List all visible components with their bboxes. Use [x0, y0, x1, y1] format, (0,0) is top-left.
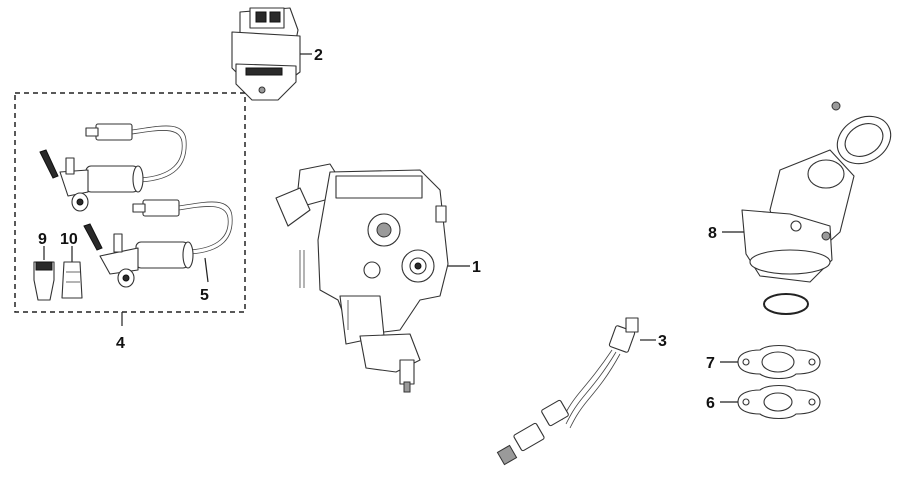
callout-4: 4 [116, 335, 125, 352]
part-7-gasket [720, 344, 821, 380]
callout-1: 1 [472, 259, 481, 276]
part-10-connector [61, 246, 83, 299]
callout-3: 3 [658, 333, 667, 350]
solenoid-valve-upper [39, 123, 187, 212]
part-8-intake-manifold [722, 101, 892, 315]
part-3-sensor-harness [496, 317, 656, 466]
part-9-cap [33, 246, 55, 301]
o-ring [763, 293, 809, 315]
callout-5: 5 [200, 287, 209, 304]
callout-9: 9 [38, 231, 47, 248]
callout-2: 2 [314, 47, 323, 64]
part-2-control-unit [231, 7, 312, 101]
part-6-gasket [720, 384, 821, 420]
callout-7: 7 [706, 355, 715, 372]
solenoid-valve-lower [83, 199, 233, 288]
callout-6: 6 [706, 395, 715, 412]
callout-8: 8 [708, 225, 717, 242]
callout-10: 10 [60, 231, 78, 248]
part-1-carburetor [275, 163, 470, 393]
